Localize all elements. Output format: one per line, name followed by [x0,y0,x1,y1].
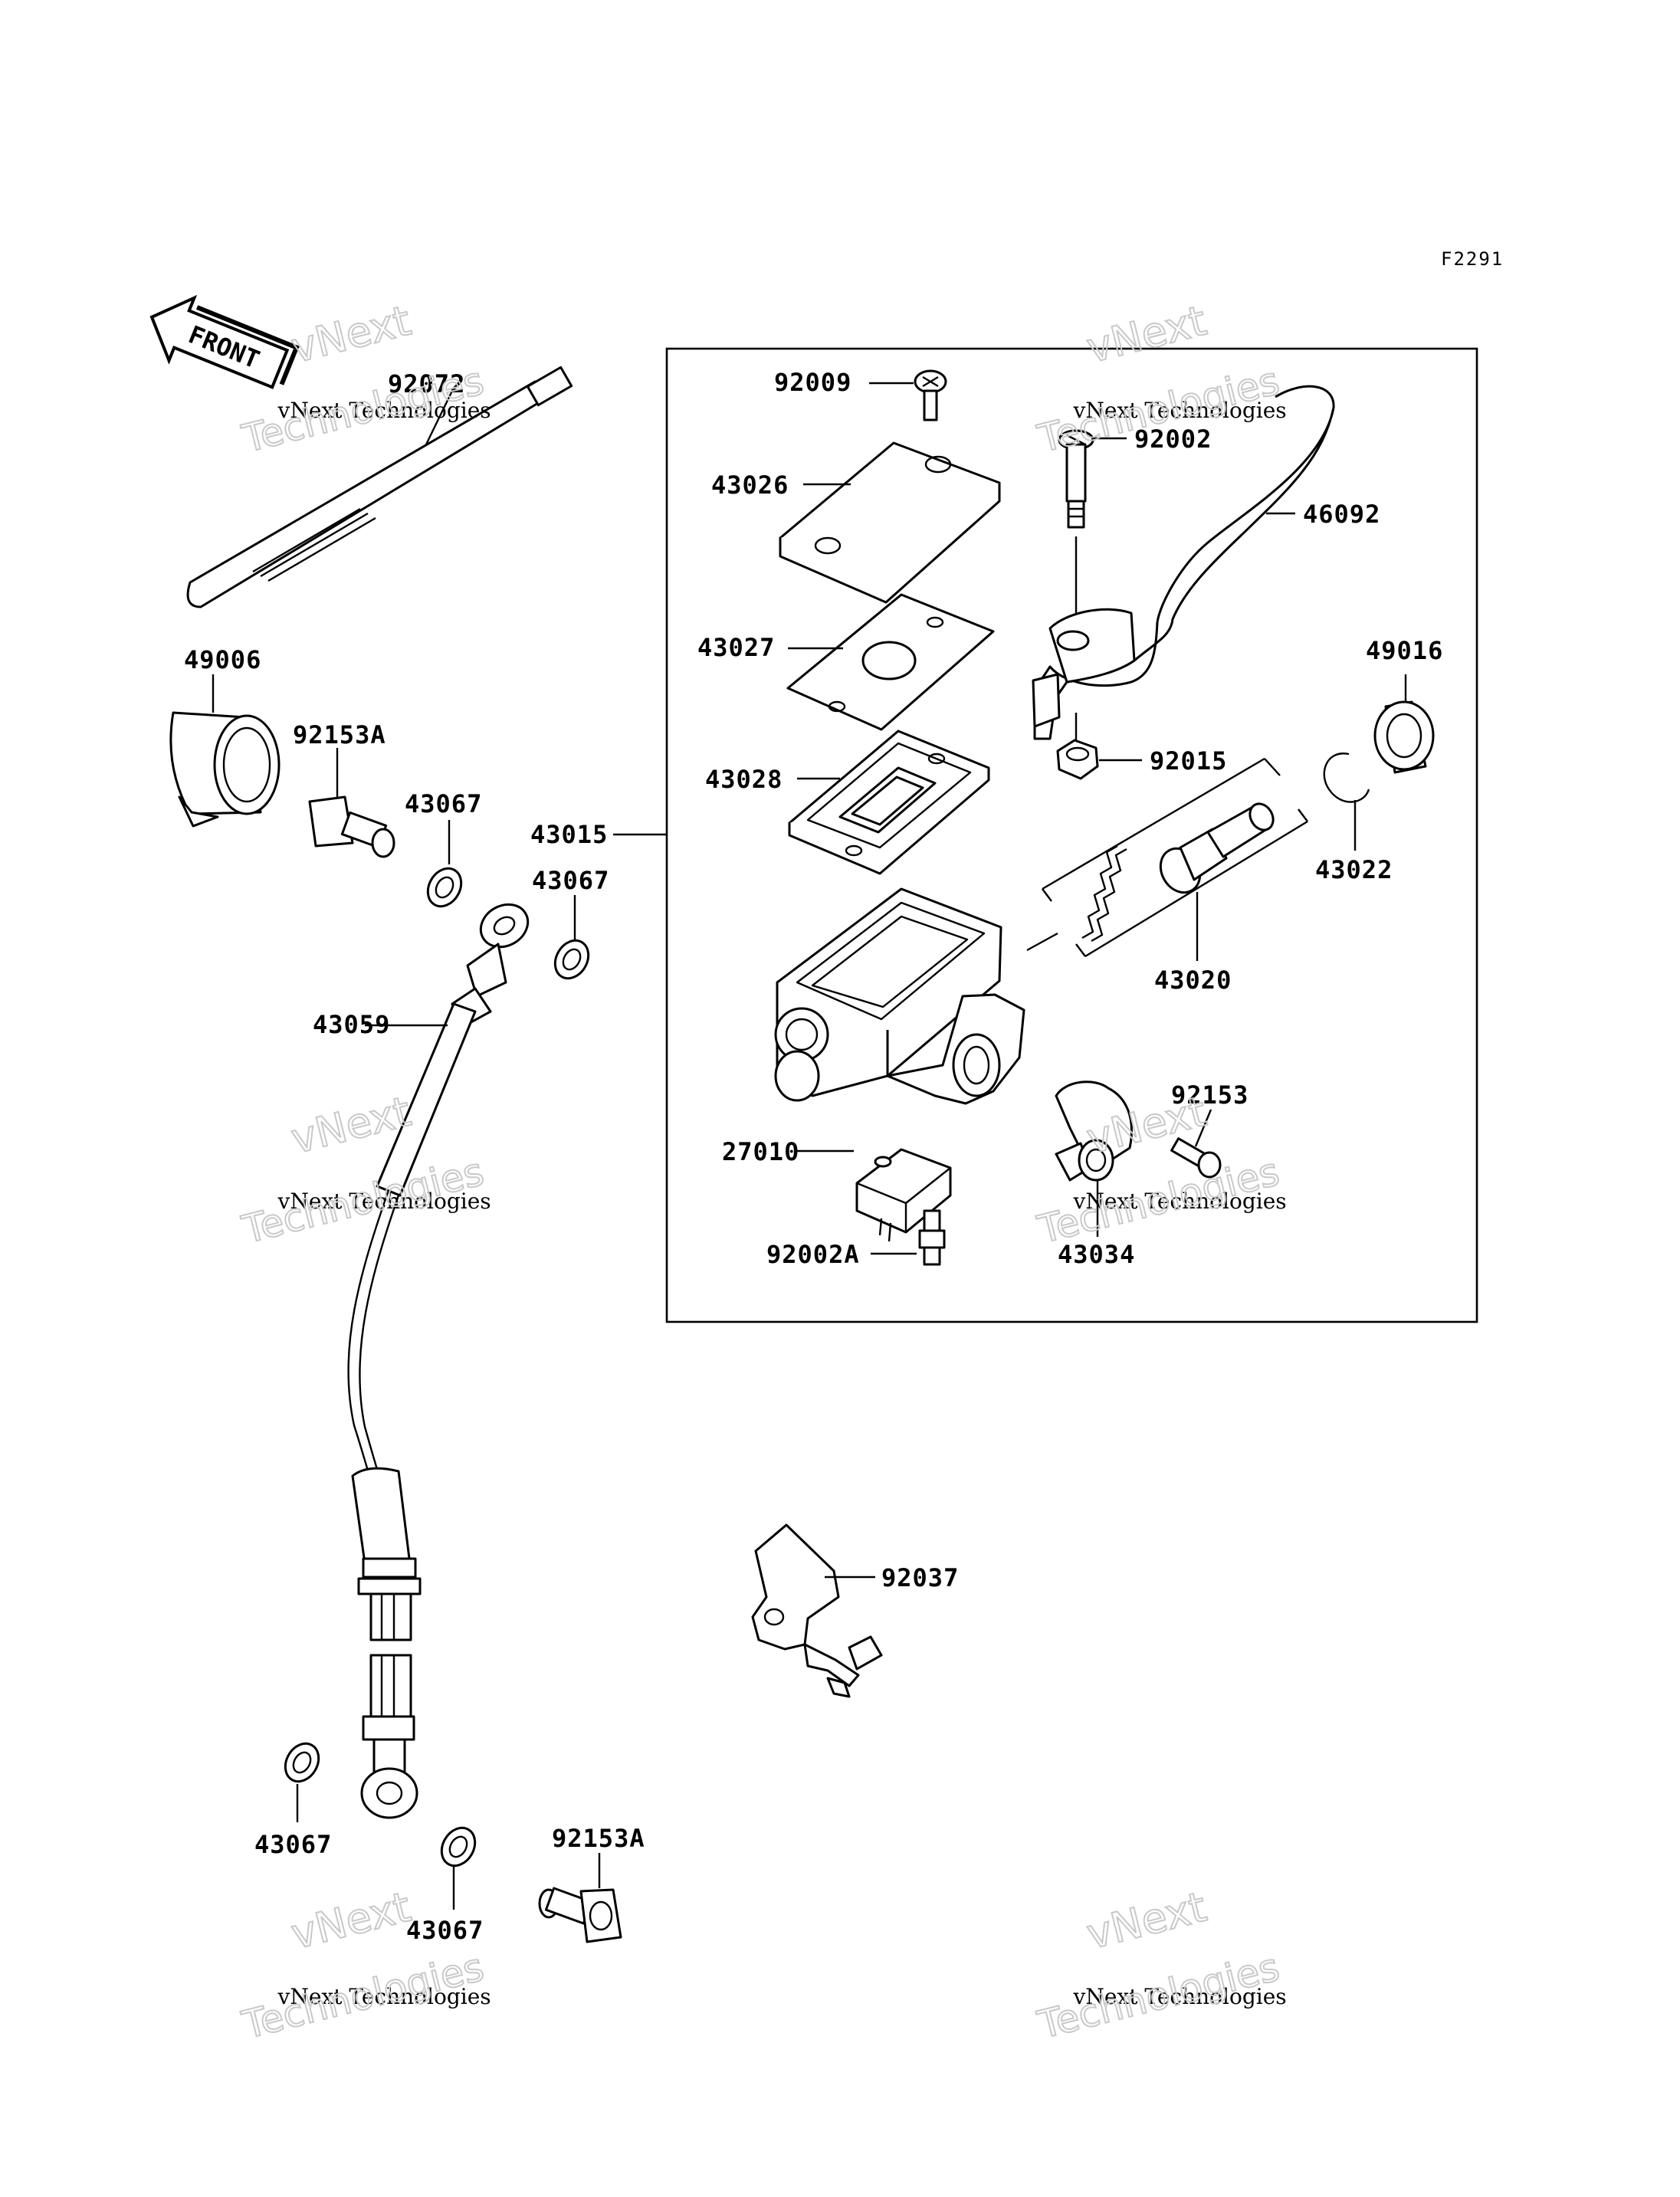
label-92009: 92009 [774,368,851,397]
svg-text:vNext Technologies: vNext Technologies [277,398,491,423]
label-92153A-bottom: 92153A [552,1824,645,1853]
label-43067-c: 43067 [254,1830,332,1859]
label-43020: 43020 [1154,966,1232,995]
svg-text:vNext Technologies: vNext Technologies [277,1984,491,2009]
bracket-92037 [751,1523,883,1698]
reservoir-plate-43027 [786,593,995,731]
master-cylinder-body [774,887,1025,1105]
label-43028: 43028 [705,765,783,794]
pivot-bolt-92002 [1058,429,1094,529]
label-92015: 92015 [1150,746,1227,776]
label-43067-a: 43067 [405,789,482,818]
svg-text:vNext Technologies: vNext Technologies [1073,1984,1287,2009]
banjo-bolt-92153A-top [308,795,395,858]
label-43027: 43027 [697,633,775,662]
part-labels: 92072 49006 92153A 43067 43067 43059 430… [184,368,1443,1945]
washer-43067-d [440,1826,477,1867]
label-43059: 43059 [313,1010,390,1039]
diaphragm-43028 [788,730,990,875]
svg-text:vNext Technologies: vNext Technologies [1073,1189,1287,1214]
bolt-92153 [1170,1137,1222,1179]
grip-end-49006 [169,711,281,828]
cable-tie-92072 [186,366,573,608]
label-43022: 43022 [1315,855,1393,884]
banjo-bolt-92153A-bottom [538,1887,622,1943]
label-92002: 92002 [1134,425,1212,454]
figure-code: F2291 [1441,248,1504,270]
washer-43067-a [426,867,463,908]
label-92037: 92037 [881,1563,959,1592]
screw-92009 [914,369,947,421]
circlip-43022 [1323,753,1370,803]
label-92072: 92072 [388,369,465,398]
brake-lever-46092 [1032,385,1335,740]
screw-92002A [918,1209,946,1266]
washer-43067-b [553,939,590,980]
label-49006: 49006 [184,645,261,674]
washer-43067-c [284,1742,320,1783]
label-43034: 43034 [1058,1240,1135,1269]
label-92153: 92153 [1171,1080,1249,1110]
label-43067-b: 43067 [532,866,609,895]
brake-hose-43059 [347,903,530,1819]
piston-kit-43020 [1042,757,1308,958]
label-43026: 43026 [711,471,789,500]
front-arrow-icon: FRONT [149,294,300,389]
holder-43034 [1055,1080,1133,1182]
label-43067-d: 43067 [406,1916,484,1945]
label-92153A-top: 92153A [293,720,386,749]
svg-text:vNext Technologies: vNext Technologies [277,1189,491,1214]
boot-49016 [1373,700,1435,774]
label-27010: 27010 [722,1137,799,1166]
nut-92015 [1056,739,1099,780]
label-43015: 43015 [530,820,608,849]
label-92002A: 92002A [766,1240,860,1269]
svg-text:vNext Technologies: vNext Technologies [1073,398,1287,423]
reservoir-cap-43026 [779,441,1001,604]
label-46092: 46092 [1303,500,1380,529]
label-49016: 49016 [1366,636,1443,665]
